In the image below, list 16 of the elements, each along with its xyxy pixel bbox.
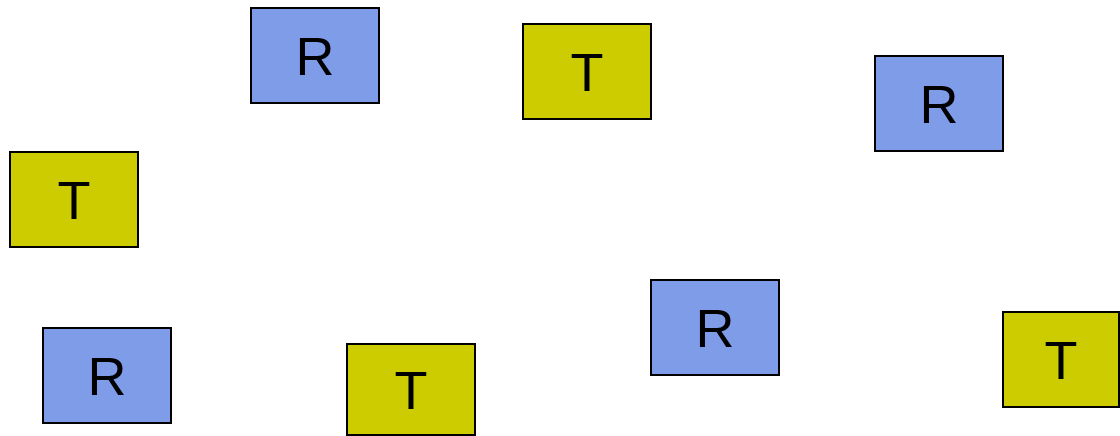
letter-box (1002, 311, 1120, 408)
node-letter: R (695, 300, 735, 355)
node-letter: T (1044, 332, 1078, 387)
letter-box (522, 23, 652, 120)
letter-box (9, 151, 139, 248)
node-letter: T (57, 172, 91, 227)
letter-box (874, 55, 1004, 152)
node-letter: T (570, 44, 604, 99)
node-letter: R (919, 76, 959, 131)
letter-box (346, 343, 476, 436)
node-letter: T (394, 362, 428, 417)
node-letter: R (295, 28, 335, 83)
letter-box (42, 327, 172, 424)
letter-box (250, 7, 380, 104)
letter-box (650, 279, 780, 376)
node-letter: R (87, 348, 127, 403)
